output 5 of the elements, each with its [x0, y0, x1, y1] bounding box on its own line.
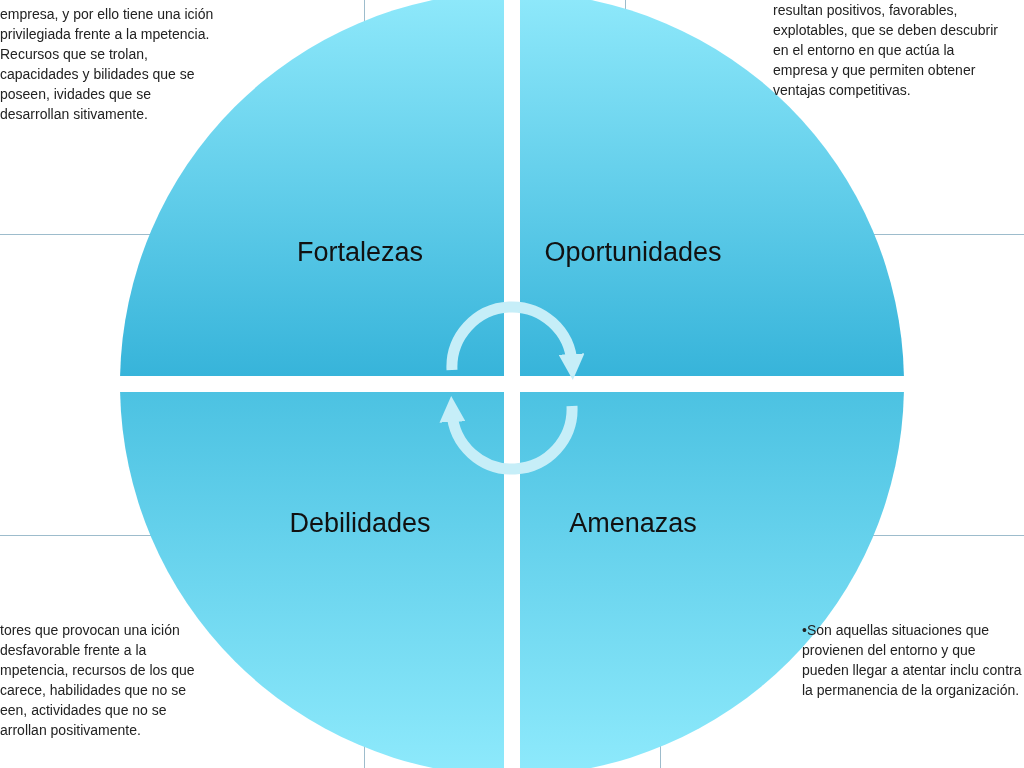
quadrant-title: Oportunidades	[544, 236, 722, 268]
quadrant-title: Amenazas	[569, 507, 697, 539]
quadrant-title: Fortalezas	[296, 236, 424, 268]
quadrant-title: Debilidades	[289, 507, 431, 539]
curved-arrow	[446, 301, 584, 380]
